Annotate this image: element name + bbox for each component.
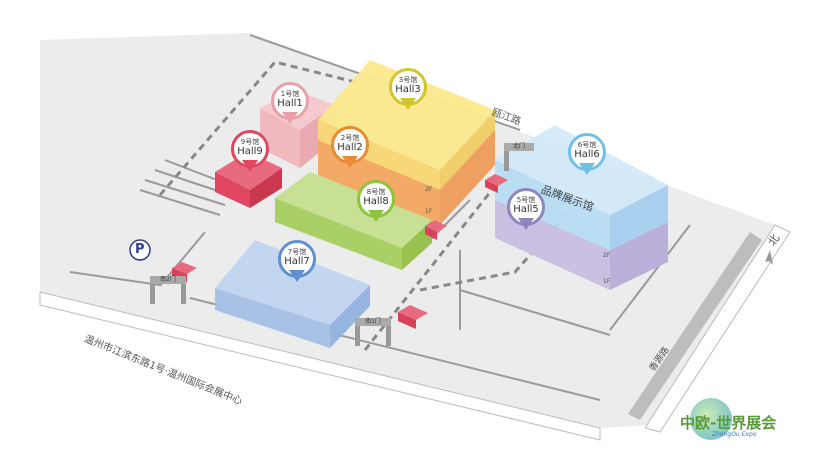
hall1-cn: 1号馆 <box>280 90 300 98</box>
hall5-cn: 5号馆 <box>516 196 536 204</box>
hall8-en: Hall8 <box>363 196 389 207</box>
hall9-cn: 9号馆 <box>240 138 260 146</box>
floor-1f-label: 1F <box>603 278 611 285</box>
parking-icon <box>129 239 151 261</box>
gate-south1-label: 南1门 <box>355 318 391 326</box>
gate-north-label: 北门 <box>504 143 534 151</box>
hall8-cn: 8号馆 <box>366 188 386 196</box>
hall9-en: Hall9 <box>237 146 263 157</box>
east-road-curb <box>628 232 762 420</box>
hall5-en: Hall5 <box>513 204 539 215</box>
hall3-floor-1f-label: 1F <box>425 208 433 215</box>
hall7-cn: 7号馆 <box>287 248 307 256</box>
hall6-cn: 6号馆 <box>577 141 597 149</box>
gate-south2[interactable]: 南2门 <box>150 276 186 304</box>
hall3-en: Hall3 <box>395 84 421 95</box>
gate-south1[interactable]: 南1门 <box>355 318 391 346</box>
globe-icon <box>690 398 732 440</box>
east-road <box>644 224 791 433</box>
hall3-cn: 3号馆 <box>398 76 418 84</box>
gate-north[interactable]: 北门 <box>504 143 534 171</box>
hall6-en: Hall6 <box>574 149 600 160</box>
gate-south2-label: 南2门 <box>150 276 186 284</box>
north-arrow-icon <box>765 250 773 265</box>
hall7-en: Hall7 <box>284 256 310 267</box>
logo-en: ZhongOu Expo <box>712 431 757 438</box>
hall2-cn: 2号馆 <box>340 134 360 142</box>
logo: 中欧-世界展会 ZhongOu Expo <box>680 398 800 458</box>
floor-2f-label: 2F <box>603 252 611 259</box>
hall1-en: Hall1 <box>277 98 303 109</box>
ticket-booths <box>172 174 508 329</box>
parking-label: P <box>135 242 145 257</box>
hall3-floor-2f-label: 2F <box>425 186 433 193</box>
hall2-en: Hall2 <box>337 142 363 153</box>
logo-cn: 中欧-世界展会 <box>680 414 777 432</box>
southwest-road <box>39 291 601 441</box>
